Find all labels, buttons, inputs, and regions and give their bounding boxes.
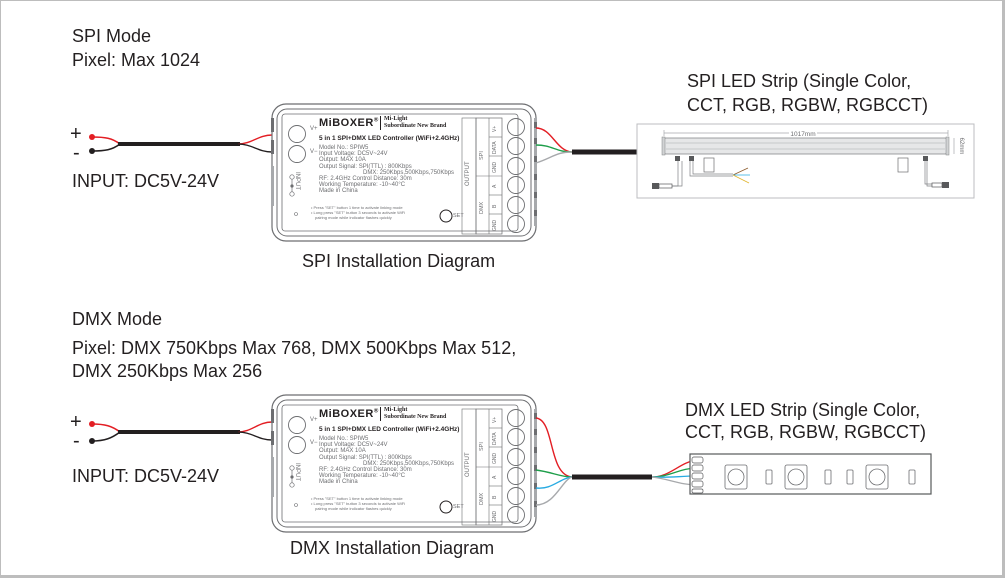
input-terminal-label-vminus: V− — [310, 149, 318, 155]
spi-pixel-info: Pixel: Max 1024 — [72, 50, 201, 70]
dmx-caption: DMX Installation Diagram — [290, 538, 495, 558]
terminal-label-vplus: V+ — [492, 125, 498, 132]
set-button-label: SET — [453, 504, 464, 510]
spec-dmx: DMX: 250Kbps,500Kbps,750Kbps — [363, 169, 455, 176]
terminal-label-gnd-spi: GND — [492, 161, 498, 173]
spec-input-voltage: Input Voltage: DC5V~24V — [319, 151, 388, 158]
dmx-input-cable — [89, 421, 273, 444]
brand-logo: MiBOXER® — [319, 117, 379, 129]
terminal-label-b: B — [492, 204, 498, 208]
product-title: 5 in 1 SPI+DMX LED Controller (WiFi+2.4G… — [319, 135, 460, 142]
terminal-label-a: A — [492, 184, 498, 188]
terminal-label-a: A — [492, 475, 498, 479]
input-terminal-label-vplus: V+ — [310, 417, 318, 423]
spi-group-label: SPI — [479, 151, 485, 160]
input-terminal-label-vplus: V+ — [310, 126, 318, 132]
spi-mode-title: SPI Mode — [72, 26, 152, 46]
dmx-group-label: DMX — [479, 492, 485, 505]
spec-output-signal: Output Signal: SPI(TTL) : 800Kbps — [319, 454, 412, 461]
terminal-label-vplus: V+ — [492, 416, 498, 423]
terminal-label-b: B — [492, 495, 498, 499]
dmx-input-plus: + — [70, 411, 82, 433]
strip-height-label: 62mm — [958, 138, 964, 155]
spec-list: Model No.: SPIW5 Input Voltage: DC5V~24V… — [319, 145, 454, 195]
usage-notes: • Press "SET" button 1 time to activate … — [311, 496, 406, 511]
terminal-label-gnd-spi: GND — [492, 452, 498, 464]
input-side-label: INPUT — [294, 172, 300, 190]
set-button-label: SET — [453, 213, 464, 219]
spi-output-cable — [535, 127, 642, 164]
strip-length-label: 1017mm — [790, 131, 815, 138]
output-label: OUTPUT — [465, 452, 471, 477]
terminal-label-gnd-dmx: GND — [492, 510, 498, 522]
spec-model: Model No.: SPIW5 — [319, 436, 369, 442]
terminal-label-data: DATA — [492, 432, 498, 445]
brand-logo: MiBOXER® — [319, 408, 379, 420]
spi-input-label: INPUT: DC5V-24V — [72, 171, 220, 191]
dmx-pixel-info-line2: DMX 250Kbps Max 256 — [72, 361, 263, 381]
dmx-led-strip-drawing — [689, 453, 932, 495]
spec-made-in: Made in China — [319, 479, 358, 486]
spec-temperature: Working Temperature: -10~40°C — [319, 182, 406, 189]
dmx-strip-title-line2: CCT, RGB, RGBW, RGBCCT) — [685, 422, 927, 442]
spec-made-in: Made in China — [319, 188, 358, 195]
spec-list: Model No.: SPIW5 Input Voltage: DC5V~24V… — [319, 436, 454, 486]
spec-output: Output: MAX 10A — [319, 448, 366, 455]
dmx-strip-title-line1: DMX LED Strip (Single Color, — [685, 400, 921, 420]
spi-led-strip-drawing: 1017mm 62mm — [636, 123, 975, 199]
dmx-pixel-info-line1: Pixel: DMX 750Kbps Max 768, DMX 500Kbps … — [72, 338, 517, 358]
output-label: OUTPUT — [465, 161, 471, 186]
spec-rf: RF: 2.4GHz Control Distance: 30m — [319, 467, 412, 474]
dmx-mode-title: DMX Mode — [72, 309, 163, 329]
dmx-input-minus: - — [73, 430, 80, 452]
spec-input-voltage: Input Voltage: DC5V~24V — [319, 442, 388, 449]
input-side-label: INPUT — [294, 463, 300, 481]
spi-input-cable — [89, 134, 273, 154]
spi-caption: SPI Installation Diagram — [302, 251, 496, 271]
spi-strip-title-line2: CCT, RGB, RGBW, RGBCCT) — [687, 95, 929, 115]
spec-output-signal: Output Signal: SPI(TTL) : 800Kbps — [319, 163, 412, 170]
spec-model: Model No.: SPIW5 — [319, 145, 369, 151]
terminal-label-gnd-dmx: GND — [492, 219, 498, 231]
terminal-label-data: DATA — [492, 141, 498, 154]
dmx-output-cable — [535, 417, 698, 506]
input-terminal-label-vminus: V− — [310, 440, 318, 446]
spec-temperature: Working Temperature: -10~40°C — [319, 473, 406, 480]
usage-notes: • Press "SET" button 1 time to activate … — [311, 205, 406, 220]
dmx-group-label: DMX — [479, 201, 485, 214]
spi-strip-title-line1: SPI LED Strip (Single Color, — [687, 71, 912, 91]
dmx-input-label: INPUT: DC5V-24V — [72, 466, 220, 486]
product-title: 5 in 1 SPI+DMX LED Controller (WiFi+2.4G… — [319, 426, 460, 433]
spi-group-label: SPI — [479, 442, 485, 451]
spec-rf: RF: 2.4GHz Control Distance: 30m — [319, 176, 412, 183]
spi-input-plus: + — [70, 123, 82, 145]
spec-output: Output: MAX 10A — [319, 157, 366, 164]
spec-dmx: DMX: 250Kbps,500Kbps,750Kbps — [363, 460, 455, 467]
spi-input-minus: - — [73, 142, 80, 164]
